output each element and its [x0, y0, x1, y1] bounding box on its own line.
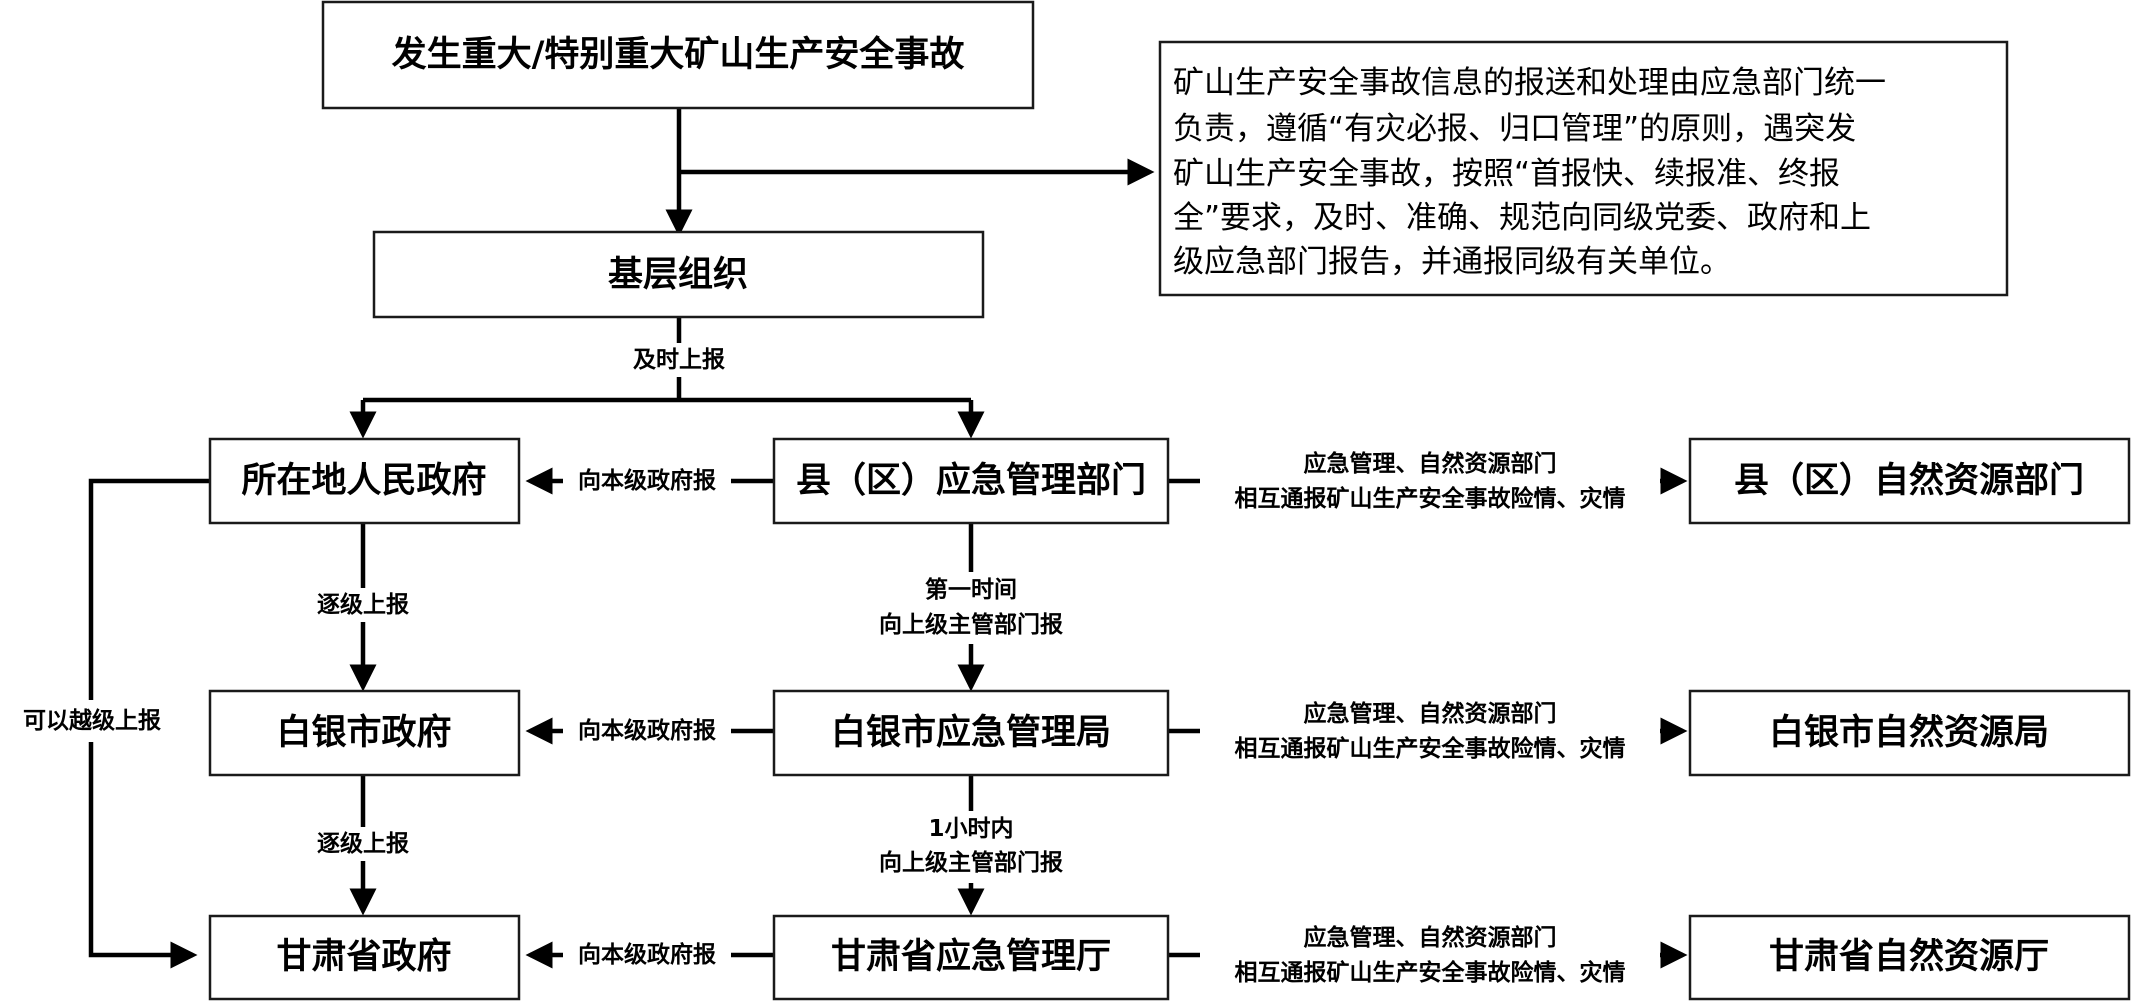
- node-city-nr: 白银市自然资源局: [1688, 689, 2131, 777]
- label-mutual-1-line-2: 相互通报矿山生产安全事故险情、灾情: [1235, 485, 1626, 512]
- label-to-gov-2: 向本级政府报: [578, 717, 716, 744]
- node-grassroots-label: 基层组织: [608, 255, 748, 295]
- node-city-nr-label: 白银市自然资源局: [1769, 712, 2049, 753]
- node-county-nr: 县（区）自然资源部门: [1688, 437, 2131, 525]
- node-county-em: 县（区）应急管理部门: [772, 437, 1170, 525]
- node-city-gov: 白银市政府: [208, 689, 521, 777]
- node-city-gov-label: 白银市政府: [276, 712, 451, 753]
- label-to-gov-1: 向本级政府报: [578, 467, 716, 494]
- label-step-report-1: 逐级上报: [317, 591, 409, 618]
- node-prov-gov: 甘肃省政府: [208, 914, 521, 1001]
- label-backgrounds: [12, 343, 1660, 990]
- label-mutual-3-line-1: 应急管理、自然资源部门: [1304, 924, 1557, 951]
- note-line-4: 全”要求，及时、准确、规范向同级党委、政府和上: [1173, 200, 1871, 236]
- label-within-hour-line-1: 1小时内: [928, 816, 1013, 842]
- label-mutual-2-line-1: 应急管理、自然资源部门: [1304, 700, 1557, 727]
- node-county-em-label: 县（区）应急管理部门: [796, 460, 1146, 501]
- label-mutual-3-line-2: 相互通报矿山生产安全事故险情、灾情: [1235, 959, 1626, 986]
- label-within-hour-line-2: 向上级主管部门报: [879, 849, 1063, 876]
- node-city-em: 白银市应急管理局: [772, 689, 1170, 777]
- label-skip-level: 可以越级上报: [23, 707, 161, 734]
- note-line-3: 矿山生产安全事故，按照“首报快、续报准、终报: [1173, 156, 1840, 192]
- note-box: 矿山生产安全事故信息的报送和处理由应急部门统一 负责，遵循“有灾必报、归口管理”…: [1158, 40, 2009, 297]
- label-mutual-2-line-2: 相互通报矿山生产安全事故险情、灾情: [1235, 735, 1626, 762]
- node-local-gov: 所在地人民政府: [208, 437, 521, 525]
- node-prov-gov-label: 甘肃省政府: [276, 936, 451, 977]
- label-mutual-1-line-1: 应急管理、自然资源部门: [1304, 450, 1557, 477]
- note-line-5: 级应急部门报告，并通报同级有关单位。: [1173, 244, 1731, 280]
- node-prov-nr-label: 甘肃省自然资源厅: [1769, 936, 2049, 977]
- node-grassroots: 基层组织: [372, 230, 985, 319]
- node-accident: 发生重大/特别重大矿山生产安全事故: [321, 0, 1035, 110]
- edge-labels: 及时上报 逐级上报 逐级上报 可以越级上报 向本级政府报 向本级政府报 向本级政…: [23, 347, 1626, 986]
- node-prov-em-label: 甘肃省应急管理厅: [831, 936, 1111, 977]
- node-local-gov-label: 所在地人民政府: [241, 460, 486, 501]
- label-first-time-line-1: 第一时间: [925, 576, 1017, 603]
- node-city-em-label: 白银市应急管理局: [831, 712, 1111, 753]
- label-step-report-2: 逐级上报: [317, 830, 409, 857]
- node-accident-label: 发生重大/特别重大矿山生产安全事故: [392, 34, 965, 75]
- node-county-nr-label: 县（区）自然资源部门: [1734, 460, 2084, 501]
- label-to-gov-3: 向本级政府报: [578, 941, 716, 968]
- label-first-time-line-2: 向上级主管部门报: [879, 611, 1063, 638]
- node-prov-nr: 甘肃省自然资源厅: [1688, 914, 2131, 1001]
- note-line-2: 负责，遵循“有灾必报、归口管理”的原则，遇突发: [1173, 111, 1856, 147]
- node-prov-em: 甘肃省应急管理厅: [772, 914, 1170, 1001]
- note-line-1: 矿山生产安全事故信息的报送和处理由应急部门统一: [1173, 65, 1886, 101]
- label-timely-report: 及时上报: [633, 347, 725, 373]
